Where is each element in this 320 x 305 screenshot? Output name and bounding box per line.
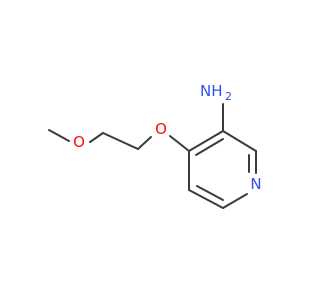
oxygen-ring-label: O	[155, 120, 167, 138]
ring-nitrogen-label: N	[250, 175, 261, 193]
bond-o-c4	[169, 135, 190, 152]
bonds	[48, 103, 257, 209]
amine-nh-label: NH	[200, 82, 223, 100]
molecule-diagram: O O N NH 2	[48, 82, 262, 209]
bond-c4-c3-double	[195, 138, 224, 156]
amine-label: NH 2	[200, 82, 232, 103]
bond-ch2-o-b	[137, 136, 152, 150]
bond-ch2-ch2	[102, 132, 139, 150]
oxygen-chain-label: O	[73, 133, 85, 151]
bond-c3-c2	[222, 130, 257, 152]
bond-methyl-o	[48, 129, 70, 142]
amine-subscript-label: 2	[225, 90, 232, 103]
bond-c6-c5	[188, 189, 224, 209]
bond-c4-c3	[188, 130, 224, 152]
bond-o-ch2-a	[89, 132, 104, 143]
structure-canvas: O O N NH 2	[48, 82, 262, 209]
bond-c6-c5-double	[196, 185, 224, 201]
bond-n1-c6	[222, 193, 248, 209]
